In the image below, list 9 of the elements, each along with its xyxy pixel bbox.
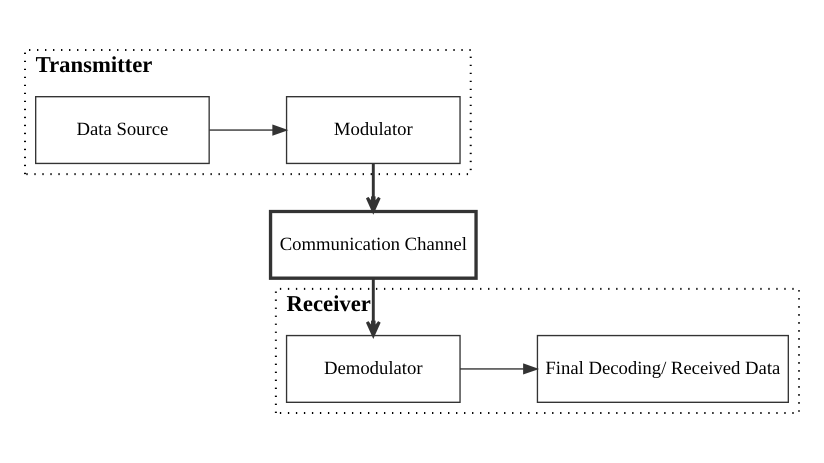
arrow	[366, 164, 381, 213]
node-box: Data Source	[35, 96, 210, 164]
node-box: Final Decoding/ Received Data	[536, 334, 789, 403]
arrow	[460, 363, 540, 375]
node-box: Communication Channel	[268, 210, 478, 280]
node-box: Modulator	[286, 96, 461, 164]
arrow	[366, 278, 381, 337]
node-box: Demodulator	[286, 334, 461, 403]
arrow	[210, 124, 288, 136]
